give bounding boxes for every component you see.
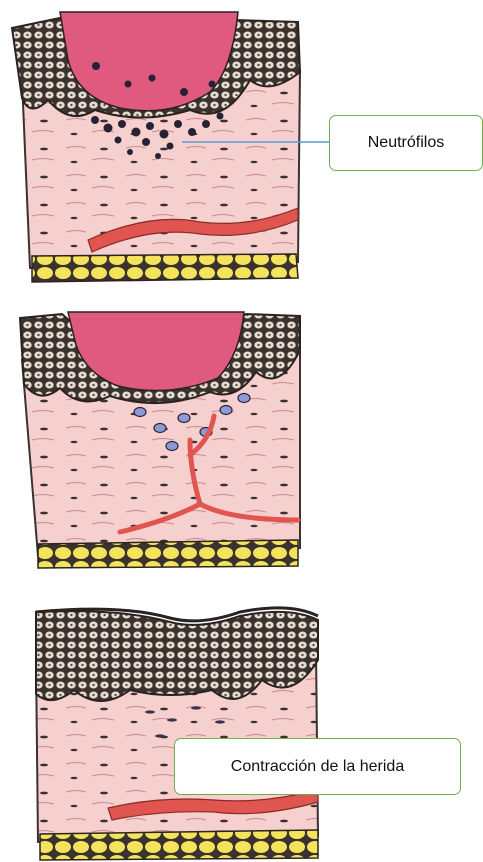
panel-1-wound-neutrophils <box>12 12 300 282</box>
panel-2-fat-layer <box>38 540 298 568</box>
contraccion-label-text: Contracción de la herida <box>231 758 404 776</box>
contraccion-label: Contracción de la herida <box>174 738 461 795</box>
panel-3-epidermis <box>36 611 318 701</box>
panel-3-contraction <box>36 608 318 860</box>
panel-1-fat-layer <box>32 254 298 282</box>
neutrofilos-label-text: Neutrófilos <box>368 134 444 152</box>
neutrofilos-label: Neutrófilos <box>329 115 483 171</box>
panel-3-fat-layer <box>40 830 318 860</box>
panel-2-granulation <box>20 312 300 568</box>
